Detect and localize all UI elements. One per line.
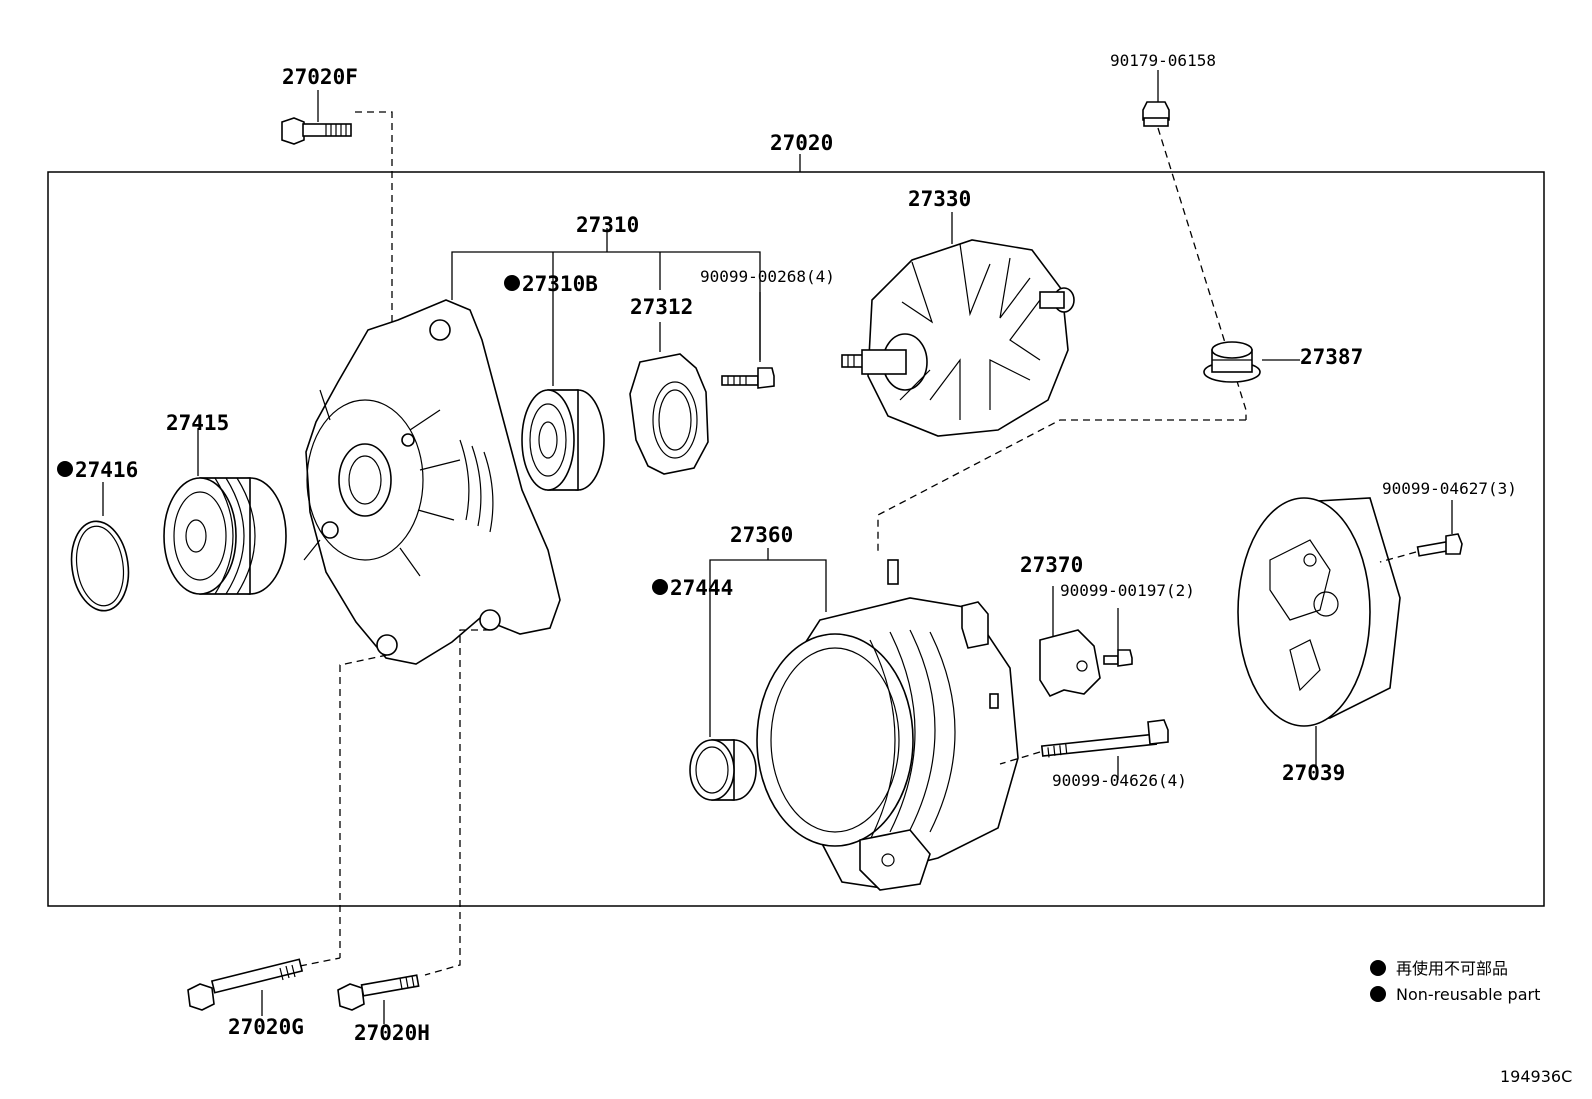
legend-marker-ja xyxy=(1370,960,1386,976)
label-27370: 27370 xyxy=(1020,553,1083,577)
brush-holder-27370 xyxy=(1039,629,1101,698)
figure-code: 194936C xyxy=(1500,1067,1572,1086)
bearing-27310B xyxy=(521,389,605,491)
insulator-27387 xyxy=(1203,341,1261,383)
pulley-27415 xyxy=(163,477,287,595)
legend-text-en: Non-reusable part xyxy=(1396,985,1540,1004)
bolt-27020G xyxy=(187,958,304,1011)
label-27330: 27330 xyxy=(908,187,971,211)
snap-ring-27416 xyxy=(70,520,130,612)
assembly-frame xyxy=(47,171,1545,907)
svg-text:27310B: 27310B xyxy=(522,272,598,296)
screw-90099-04627 xyxy=(1416,533,1463,557)
through-bolt-90099-04626 xyxy=(1040,719,1169,758)
bolt-27020H xyxy=(337,974,420,1011)
screw-90099-00197 xyxy=(1103,649,1133,667)
svg-text:27416: 27416 xyxy=(75,458,138,482)
rotor-27330 xyxy=(841,239,1075,437)
legend: 再使用不可部品 Non-reusable part xyxy=(1370,959,1540,1004)
rectifier-end-frame-27360 xyxy=(756,559,1019,891)
seal-27444 xyxy=(689,739,757,801)
label-27360: 27360 xyxy=(730,523,793,547)
rear-cover-27039 xyxy=(1237,497,1401,727)
bolt-27020F xyxy=(281,117,352,145)
retainer-plate-27312 xyxy=(629,353,709,475)
label-90179-06158: 90179-06158 xyxy=(1110,51,1216,70)
label-27415: 27415 xyxy=(166,411,229,435)
label-27020F: 27020F xyxy=(282,65,358,89)
label-27416: 27416 xyxy=(57,458,138,482)
label-27020G: 27020G xyxy=(228,1015,304,1039)
label-27387: 27387 xyxy=(1300,345,1363,369)
label-27039: 27039 xyxy=(1282,761,1345,785)
label-27020: 27020 xyxy=(770,131,833,155)
legend-text-ja: 再使用不可部品 xyxy=(1396,959,1508,978)
nut-90179-06158 xyxy=(1142,101,1170,127)
label-27312: 27312 xyxy=(630,295,693,319)
label-90099-00268: 90099-00268(4) xyxy=(700,267,835,286)
legend-marker-en xyxy=(1370,986,1386,1002)
label-27444: 27444 xyxy=(652,576,733,600)
non-reusable-marker xyxy=(652,579,668,595)
svg-text:27444: 27444 xyxy=(670,576,733,600)
label-27310B: 27310B xyxy=(504,272,598,296)
screw-90099-00268 xyxy=(721,367,775,389)
non-reusable-marker xyxy=(504,275,520,291)
drive-end-frame-27310 xyxy=(303,299,561,665)
label-90099-00197: 90099-00197(2) xyxy=(1060,581,1195,600)
label-27310: 27310 xyxy=(576,213,639,237)
label-90099-04626: 90099-04626(4) xyxy=(1052,771,1187,790)
non-reusable-marker xyxy=(57,461,73,477)
label-90099-04627: 90099-04627(3) xyxy=(1382,479,1517,498)
label-27020H: 27020H xyxy=(354,1021,430,1045)
